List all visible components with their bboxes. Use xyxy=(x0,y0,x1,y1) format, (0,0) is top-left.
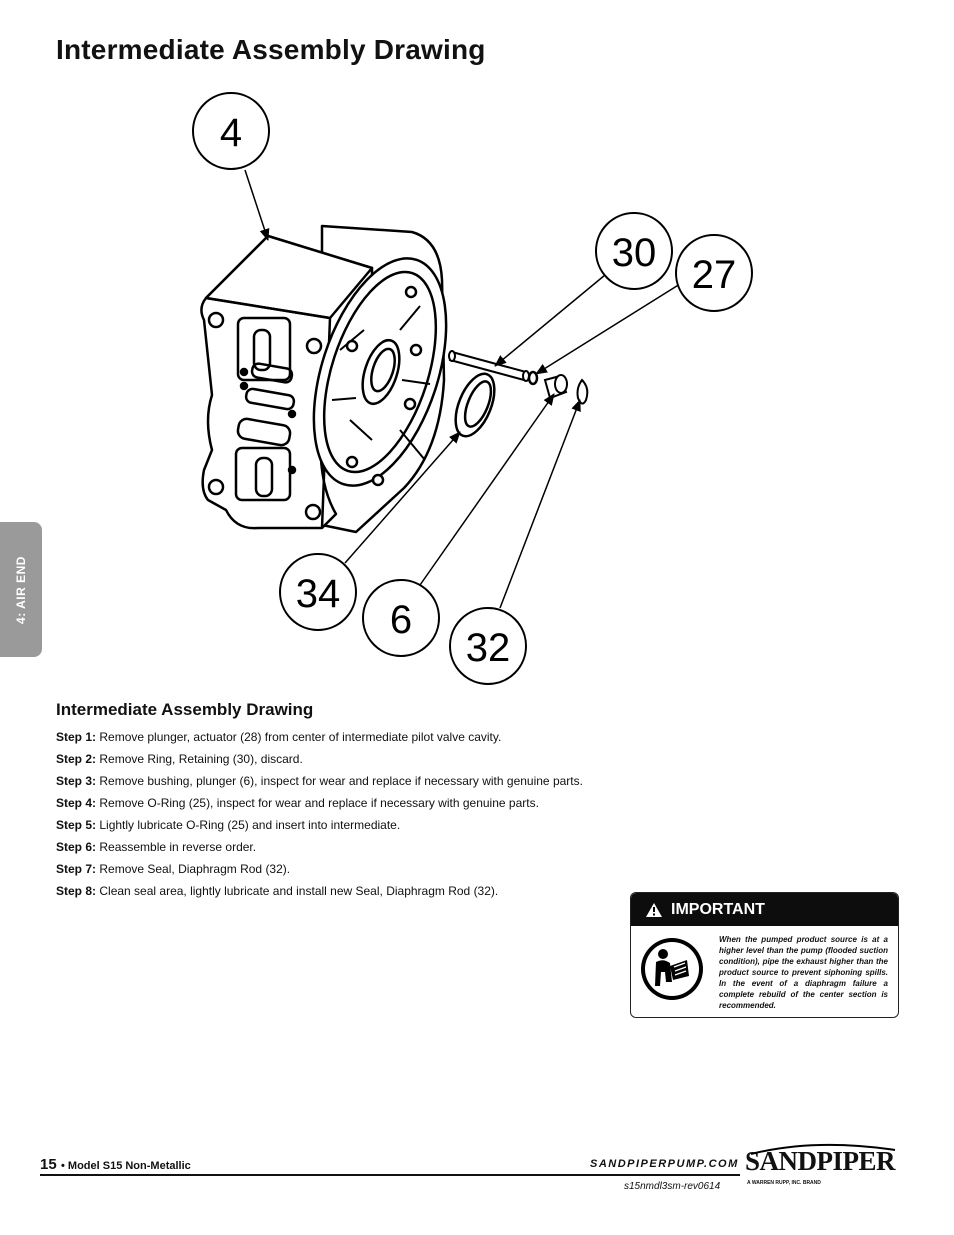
step-text: Remove O-Ring (25), inspect for wear and… xyxy=(99,796,539,810)
step-text: Remove Ring, Retaining (30), discard. xyxy=(99,752,303,766)
step-label: Step 8: xyxy=(56,884,97,898)
step-label: Step 3: xyxy=(56,774,97,788)
step-item: Step 3: Remove bushing, plunger (6), ins… xyxy=(56,770,616,792)
important-header: IMPORTANT xyxy=(631,893,898,926)
step-item: Step 1: Remove plunger, actuator (28) fr… xyxy=(56,726,616,748)
exploded-assembly-drawing: 4 30 27 34 6 32 xyxy=(192,92,753,685)
callout-34: 34 xyxy=(279,553,357,631)
important-notice: IMPORTANT When the pumped product source… xyxy=(630,892,899,1018)
document-code: s15nmdl3sm-rev0614 xyxy=(624,1181,721,1192)
svg-text:30: 30 xyxy=(612,231,657,275)
step-item: Step 8: Clean seal area, lightly lubrica… xyxy=(56,880,616,902)
retaining-ring-part xyxy=(527,370,539,386)
callout-4: 4 xyxy=(192,92,270,170)
step-label: Step 4: xyxy=(56,796,97,810)
step-label: Step 6: xyxy=(56,840,97,854)
seal-diaphragm-rod-part xyxy=(576,378,589,405)
step-text: Clean seal area, lightly lubricate and i… xyxy=(99,884,499,898)
callout-6: 6 xyxy=(362,579,440,657)
step-text: Remove plunger, actuator (28) from cente… xyxy=(99,730,502,744)
leader-lines xyxy=(244,169,681,609)
logo-swoosh-icon xyxy=(750,1143,896,1155)
side-tab-label: 4: AIR END xyxy=(14,555,28,624)
step-item: Step 7: Remove Seal, Diaphragm Rod (32). xyxy=(56,858,616,880)
step-label: Step 7: xyxy=(56,862,97,876)
step-item: Step 6: Reassemble in reverse order. xyxy=(56,836,616,858)
read-manual-icon xyxy=(641,938,703,1000)
website-link[interactable]: SANDPIPERPUMP.COM xyxy=(590,1158,739,1170)
step-item: Step 2: Remove Ring, Retaining (30), dis… xyxy=(56,748,616,770)
step-item: Step 5: Lightly lubricate O-Ring (25) an… xyxy=(56,814,616,836)
footer-divider xyxy=(40,1174,740,1176)
step-text: Reassemble in reverse order. xyxy=(99,840,257,854)
step-text: Lightly lubricate O-Ring (25) and insert… xyxy=(99,818,401,832)
sandpiper-logo: SANDPIPER A WARREN RUPP, INC. BRAND xyxy=(745,1143,900,1194)
step-text: Remove bushing, plunger (6), inspect for… xyxy=(99,774,583,788)
o-ring-part xyxy=(454,372,496,438)
callout-27: 27 xyxy=(675,234,753,312)
model-label: • Model S15 Non-Metallic xyxy=(61,1160,191,1172)
steps-list: Step 1: Remove plunger, actuator (28) fr… xyxy=(56,726,616,902)
svg-text:4: 4 xyxy=(220,111,242,155)
step-text: Remove Seal, Diaphragm Rod (32). xyxy=(99,862,291,876)
instructions-section: Intermediate Assembly Drawing Step 1: Re… xyxy=(56,700,616,902)
logo-wordmark: SANDPIPER xyxy=(745,1146,896,1176)
svg-text:6: 6 xyxy=(390,598,412,642)
svg-text:27: 27 xyxy=(692,253,737,297)
warning-icon xyxy=(646,902,662,917)
step-label: Step 2: xyxy=(56,752,97,766)
svg-text:34: 34 xyxy=(296,572,341,616)
page-title: Intermediate Assembly Drawing xyxy=(56,34,486,65)
page-number: 15 xyxy=(40,1156,57,1173)
callout-30: 30 xyxy=(595,212,673,290)
bushing-plunger-part xyxy=(543,374,568,400)
intermediate-housing-part xyxy=(200,224,448,534)
section-heading: Intermediate Assembly Drawing xyxy=(56,700,314,719)
important-title: IMPORTANT xyxy=(671,900,765,918)
step-label: Step 1: xyxy=(56,730,97,744)
svg-text:32: 32 xyxy=(466,626,511,670)
section-side-tab: 4: AIR END xyxy=(0,522,42,657)
step-item: Step 4: Remove O-Ring (25), inspect for … xyxy=(56,792,616,814)
important-text: When the pumped product source is at a h… xyxy=(719,935,888,1010)
step-label: Step 5: xyxy=(56,818,97,832)
callout-32: 32 xyxy=(449,607,527,685)
logo-tagline: A WARREN RUPP, INC. BRAND xyxy=(747,1180,821,1186)
